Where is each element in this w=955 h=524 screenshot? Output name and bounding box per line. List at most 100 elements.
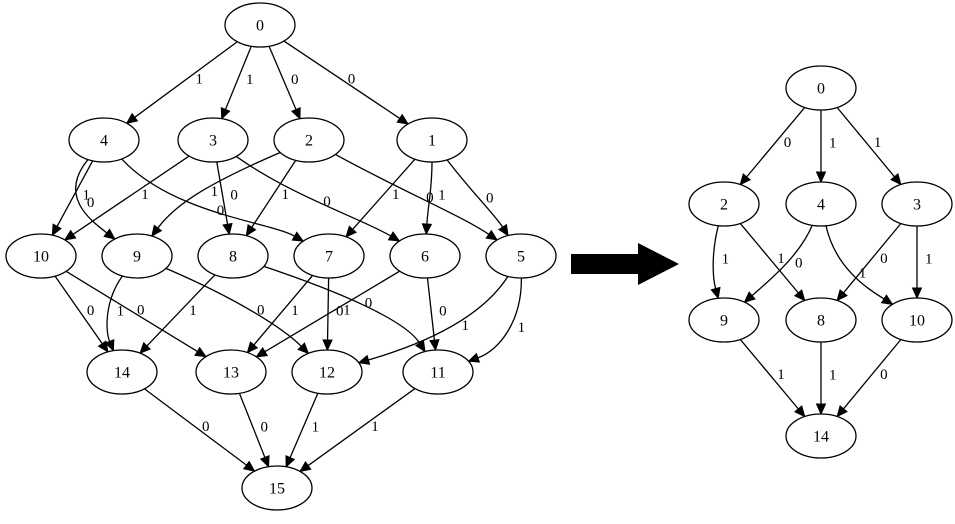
edge-2-5: 0 [335, 153, 499, 241]
edge-label: 1 [343, 303, 351, 319]
edge-line [368, 276, 509, 361]
edge-line [75, 159, 108, 234]
edge-label: 0 [784, 135, 792, 151]
edge-7-13: 1 [246, 275, 314, 354]
edge-8-11: 0 [263, 265, 426, 353]
node-0: 0 [785, 65, 857, 111]
arrowhead-icon [220, 106, 231, 120]
edge-8-14: 1 [815, 342, 837, 416]
edge-line [216, 161, 229, 225]
arrowhead-icon [890, 173, 902, 186]
edge-2-8: 1 [245, 159, 297, 237]
edge-line [426, 277, 436, 341]
node-8: 8 [197, 233, 269, 279]
edge-line [134, 41, 238, 118]
edge-line [751, 225, 813, 297]
edge-label: 0 [486, 190, 494, 206]
edge-label: 1 [291, 303, 299, 319]
edge-label: 0 [137, 303, 145, 319]
arrowhead-icon [246, 341, 259, 354]
edge-label: 0 [336, 303, 344, 319]
edge-3-8: 0 [216, 161, 238, 236]
arrowhead-icon [387, 231, 401, 242]
node-label: 14 [813, 429, 829, 446]
node-10: 10 [881, 297, 953, 343]
edge-line [712, 225, 719, 289]
edge-line [746, 107, 806, 178]
node-5: 5 [485, 233, 557, 279]
edge-label: 1 [859, 265, 867, 281]
node-4: 4 [68, 117, 140, 163]
arrowhead-icon [299, 461, 312, 473]
arrowhead-icon [467, 352, 481, 363]
edge-line [264, 270, 400, 353]
node-15: 15 [241, 465, 313, 511]
edge-6-13: 1 [255, 270, 400, 358]
node-8: 8 [785, 297, 857, 343]
edge-1-5: 0 [446, 159, 509, 237]
edge-4-7: 0 [121, 158, 305, 242]
node-7: 7 [293, 233, 365, 279]
edge-line [144, 388, 247, 466]
edge-0-2: 0 [739, 107, 806, 186]
edge-label: 1 [141, 187, 149, 203]
arrowhead-icon [743, 291, 756, 303]
edge-line [121, 158, 295, 237]
arrowhead-icon [396, 113, 410, 125]
edge-4-10: 1 [51, 160, 94, 237]
edge-label: 0 [261, 419, 269, 435]
node-ellipse [197, 233, 269, 279]
node-ellipse [881, 181, 953, 227]
edge-10-14: 0 [54, 275, 109, 353]
node-label: 4 [817, 197, 825, 214]
edge-6-11: 0 [426, 277, 447, 352]
arrowhead-icon [836, 405, 848, 418]
edge-4-10: 1 [825, 225, 894, 305]
node-label: 12 [319, 365, 335, 382]
arrowhead-icon [322, 339, 333, 352]
node-label: 8 [817, 313, 825, 330]
arrowhead-icon [297, 342, 310, 355]
edge-3-6: 0 [235, 155, 401, 242]
edge-1-6: 1 [421, 161, 446, 236]
edge-5-11: 1 [467, 277, 526, 363]
node-ellipse [688, 181, 760, 227]
edge-label: 0 [230, 187, 238, 203]
edge-2-9: 1 [151, 151, 281, 238]
edge-2-9: 1 [710, 225, 729, 300]
edge-label: 0 [348, 71, 356, 87]
edge-label: 1 [246, 72, 254, 88]
node-13: 13 [195, 349, 267, 395]
node-label: 13 [223, 365, 239, 382]
node-11: 11 [402, 349, 474, 395]
node-label: 2 [305, 133, 313, 150]
node-ellipse [273, 117, 345, 163]
arrowhead-icon [815, 171, 827, 184]
edge-label: 1 [518, 320, 526, 336]
edge-label: 1 [874, 135, 882, 151]
node-2: 2 [273, 117, 345, 163]
node-ellipse [101, 233, 173, 279]
edge-line [251, 159, 297, 228]
node-ellipse [5, 233, 77, 279]
arrowhead-icon [497, 223, 509, 237]
edge-line [238, 393, 266, 458]
node-ellipse [195, 349, 267, 395]
edge-line [289, 392, 319, 458]
edge-line [235, 155, 392, 237]
arrowhead-icon [151, 224, 163, 238]
edge-line [843, 223, 902, 294]
edge-4-9: 0 [75, 159, 116, 240]
arrowhead-icon [139, 341, 152, 355]
arrowhead-icon [739, 173, 752, 186]
node-label: 0 [817, 81, 825, 98]
node-label: 0 [256, 18, 264, 35]
edge-line [253, 275, 314, 346]
node-ellipse [485, 233, 557, 279]
node-ellipse [293, 233, 365, 279]
arrowhead-icon [793, 289, 806, 302]
edge-0-4: 1 [815, 110, 837, 184]
